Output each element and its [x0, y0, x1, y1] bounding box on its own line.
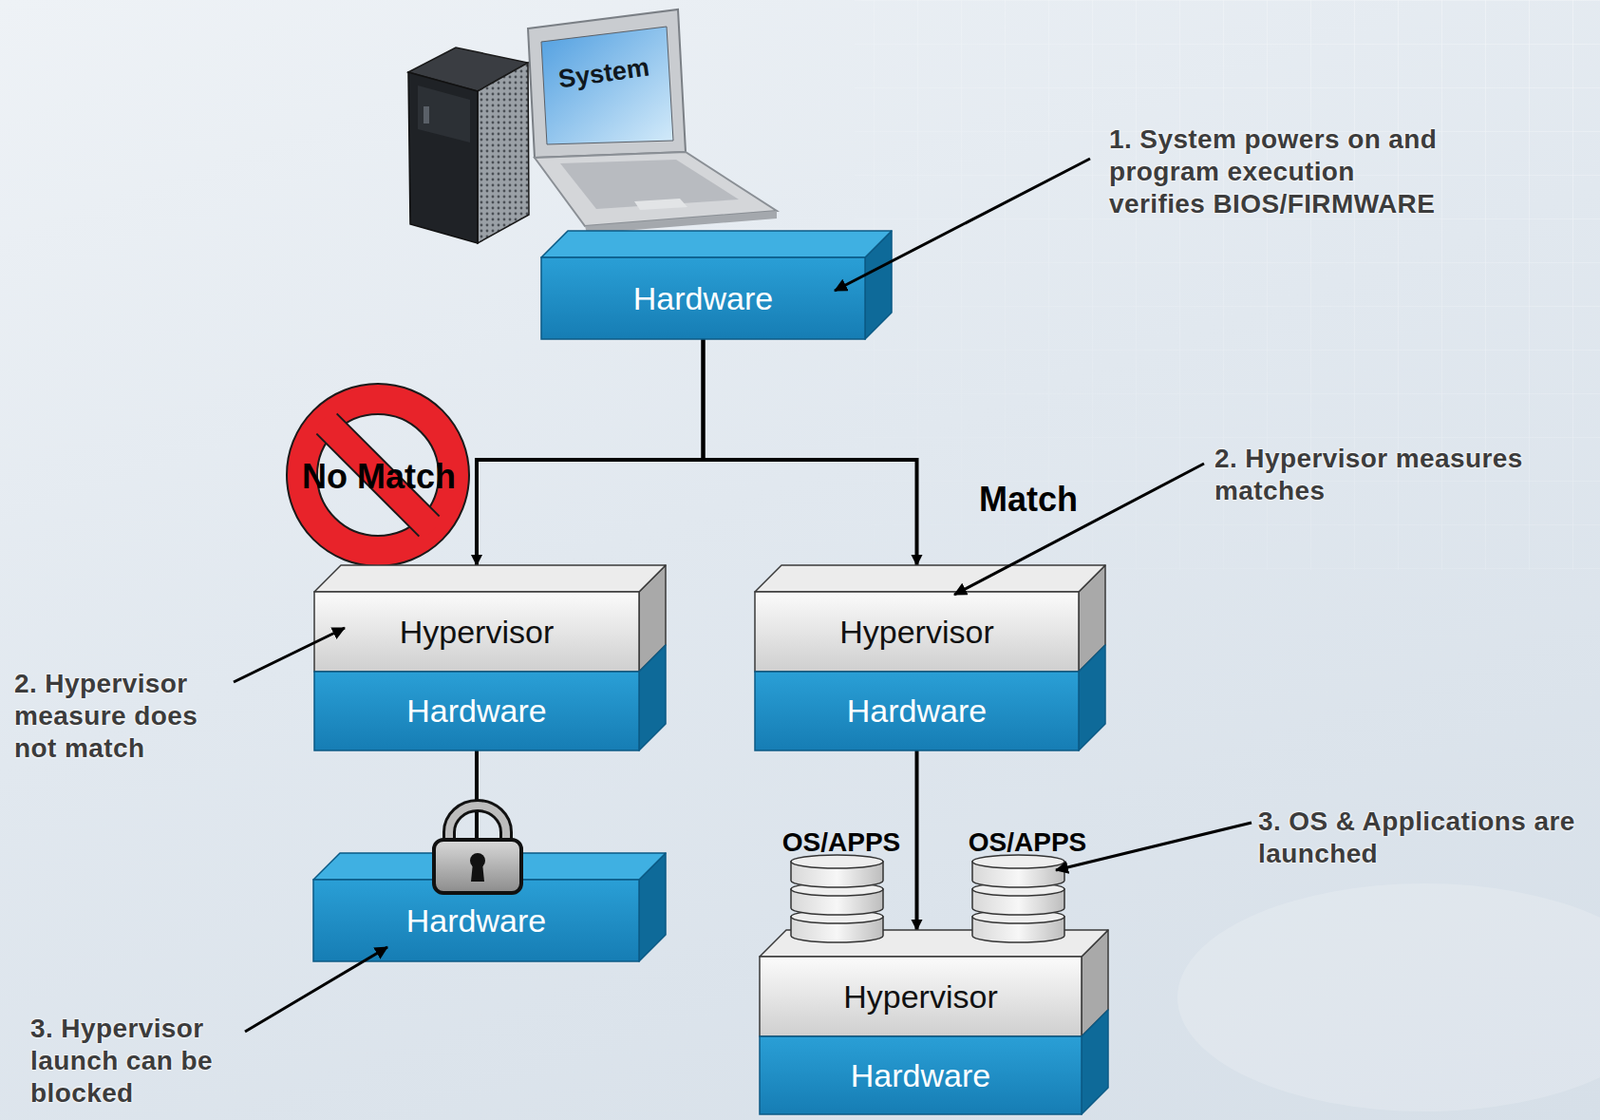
hardware-box: Hardware [759, 1035, 1109, 1114]
hardware-box: Hardware [314, 671, 666, 751]
stack-label: OS/APPS [768, 827, 915, 858]
box-face: Hypervisor [754, 591, 1079, 672]
stack-label: OS/APPS [954, 827, 1101, 858]
leader-line [834, 158, 1091, 291]
box-label: Hardware [850, 1056, 991, 1094]
flow-connector [476, 338, 704, 565]
leader-line [954, 463, 1205, 595]
callout-text: 2. Hypervisor measure does not match [14, 667, 245, 765]
leader-line [233, 627, 345, 682]
callout-text: 1. System powers on and program executio… [1109, 123, 1440, 221]
flow-connector [915, 750, 920, 930]
prohibition-sign [301, 398, 454, 551]
box-face: Hardware [314, 671, 640, 751]
hypervisor-box: Hypervisor [754, 564, 1106, 672]
box-label: Hypervisor [843, 978, 998, 1016]
hypervisor-box: Hypervisor [759, 929, 1109, 1036]
callout-text: 2. Hypervisor measures matches [1214, 442, 1587, 508]
box-face: Hypervisor [759, 956, 1082, 1036]
status-label: Match [966, 479, 1091, 520]
box-face: Hardware [313, 879, 640, 961]
hypervisor-box: Hypervisor [314, 564, 666, 672]
box-face: Hardware [541, 257, 866, 339]
laptop-computer [527, 9, 777, 234]
callout-text: 3. Hypervisor launch can be blocked [30, 1012, 261, 1110]
box-label: Hardware [406, 692, 546, 730]
hardware-box: Hardware [754, 671, 1106, 751]
callout-text: 3. OS & Applications are launched [1258, 805, 1593, 870]
tower-computer [408, 47, 529, 244]
box-label: Hardware [847, 692, 987, 730]
box-label: Hypervisor [839, 613, 994, 651]
leader-line [244, 946, 388, 1032]
box-label: Hypervisor [399, 613, 554, 651]
box-face: Hardware [759, 1035, 1082, 1114]
hardware-box: Hardware [541, 230, 892, 339]
flow-connector [703, 338, 918, 565]
box-label: Hardware [633, 280, 773, 318]
status-label: No Match [301, 456, 454, 497]
box-face: Hardware [754, 671, 1079, 751]
hardware-box: Hardware [313, 852, 666, 961]
box-label: Hardware [406, 902, 546, 940]
box-face: Hypervisor [314, 591, 640, 672]
